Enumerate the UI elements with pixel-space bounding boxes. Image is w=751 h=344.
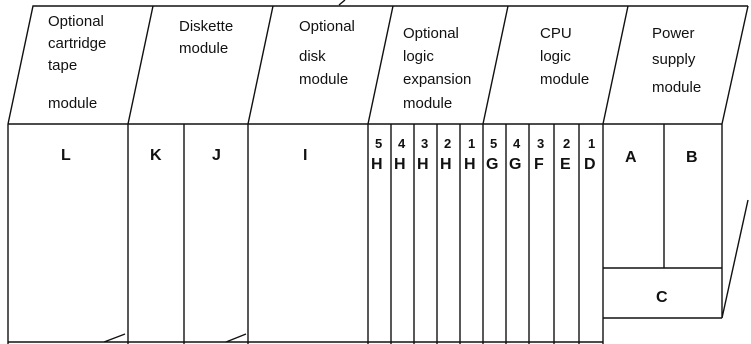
slot-H4: 4 H bbox=[394, 136, 406, 173]
slot-K: K bbox=[150, 147, 162, 164]
slot-F3: 3 F bbox=[534, 136, 544, 173]
slot-H5: 5 H bbox=[371, 136, 383, 173]
svg-text:3: 3 bbox=[537, 136, 544, 151]
power-supply-dividers bbox=[603, 124, 722, 269]
cabinet-outline bbox=[7, 5, 749, 344]
svg-text:Optional: Optional bbox=[299, 18, 355, 35]
slot-dividers bbox=[390, 124, 580, 344]
svg-text:tape: tape bbox=[48, 57, 77, 74]
svg-text:logic: logic bbox=[403, 48, 434, 65]
slot-H3: 3 H bbox=[417, 136, 429, 173]
module-diskette-label: Diskette module bbox=[179, 18, 233, 57]
svg-text:module: module bbox=[179, 40, 228, 57]
slot-H2: 2 H bbox=[440, 136, 452, 173]
svg-text:cartridge: cartridge bbox=[48, 35, 106, 52]
module-tape-label: Optional cartridge tape module bbox=[48, 13, 106, 112]
svg-text:expansion: expansion bbox=[403, 71, 471, 88]
slot-C: C bbox=[656, 289, 668, 306]
slot-E2: 2 E bbox=[560, 136, 571, 173]
svg-text:H: H bbox=[371, 156, 383, 173]
slot-L: L bbox=[61, 147, 71, 164]
svg-text:5: 5 bbox=[375, 136, 382, 151]
svg-text:3: 3 bbox=[421, 136, 428, 151]
svg-text:H: H bbox=[440, 156, 452, 173]
slot-B: B bbox=[686, 149, 698, 166]
svg-text:disk: disk bbox=[299, 48, 326, 65]
slot-D1: 1 D bbox=[584, 136, 596, 173]
svg-text:Optional: Optional bbox=[48, 13, 104, 30]
module-cpu-label: CPU logic module bbox=[540, 25, 589, 88]
module-dividers bbox=[127, 5, 629, 344]
svg-text:4: 4 bbox=[513, 136, 521, 151]
svg-text:CPU: CPU bbox=[540, 25, 572, 42]
svg-text:2: 2 bbox=[563, 136, 570, 151]
svg-text:1: 1 bbox=[468, 136, 475, 151]
svg-text:H: H bbox=[417, 156, 429, 173]
svg-text:H: H bbox=[394, 156, 406, 173]
slot-H1: 1 H bbox=[464, 136, 476, 173]
module-logic-expansion-label: Optional logic expansion module bbox=[403, 25, 471, 112]
module-power-label: Power supply module bbox=[652, 25, 701, 96]
slot-I: I bbox=[303, 147, 307, 164]
svg-text:H: H bbox=[464, 156, 476, 173]
slot-G5: 5 G bbox=[486, 136, 498, 173]
svg-text:logic: logic bbox=[540, 48, 571, 65]
svg-text:module: module bbox=[299, 71, 348, 88]
cabinet-feet bbox=[103, 0, 346, 343]
module-disk-label: Optional disk module bbox=[299, 18, 355, 88]
svg-text:Optional: Optional bbox=[403, 25, 459, 42]
svg-text:supply: supply bbox=[652, 51, 696, 68]
svg-text:module: module bbox=[48, 95, 97, 112]
svg-text:module: module bbox=[403, 95, 452, 112]
svg-text:E: E bbox=[560, 156, 571, 173]
svg-text:5: 5 bbox=[490, 136, 497, 151]
svg-text:4: 4 bbox=[398, 136, 406, 151]
svg-text:module: module bbox=[652, 79, 701, 96]
svg-text:G: G bbox=[486, 156, 498, 173]
slot-J: J bbox=[212, 147, 221, 164]
svg-text:2: 2 bbox=[444, 136, 451, 151]
svg-text:module: module bbox=[540, 71, 589, 88]
slot-A: A bbox=[625, 149, 637, 166]
svg-text:Diskette: Diskette bbox=[179, 18, 233, 35]
svg-text:Power: Power bbox=[652, 25, 695, 42]
svg-text:1: 1 bbox=[588, 136, 595, 151]
svg-text:D: D bbox=[584, 156, 596, 173]
slot-G4: 4 G bbox=[509, 136, 521, 173]
svg-text:G: G bbox=[509, 156, 521, 173]
svg-text:F: F bbox=[534, 156, 544, 173]
